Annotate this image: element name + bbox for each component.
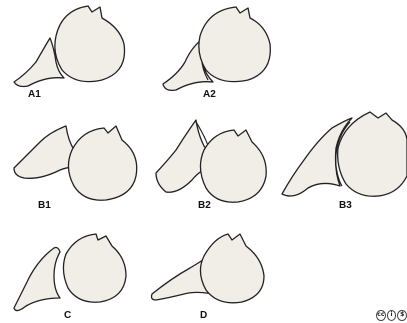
panel-label-b3: B3 bbox=[339, 200, 352, 211]
panel-label-c: C bbox=[64, 310, 71, 321]
femoral-head bbox=[68, 126, 136, 200]
panel-label-b2: B2 bbox=[198, 200, 211, 211]
panel-label-a1: A1 bbox=[28, 89, 41, 100]
femoral-head bbox=[63, 234, 126, 302]
femoral-head bbox=[200, 234, 264, 303]
noncommercial-icon: $ bbox=[397, 310, 407, 321]
panel-a1: A1 bbox=[14, 6, 125, 100]
femoral-head bbox=[200, 130, 266, 202]
panel-b3: B3 bbox=[282, 112, 407, 211]
panel-b1: B1 bbox=[14, 126, 137, 211]
creative-commons-icon: cc bbox=[376, 310, 386, 321]
panel-b2: B2 bbox=[156, 120, 266, 211]
panel-d: D bbox=[152, 234, 265, 321]
panel-c: C bbox=[14, 234, 126, 321]
panel-a2: A2 bbox=[163, 7, 270, 100]
license-badge[interactable]: cc i $ bbox=[376, 309, 407, 321]
femoral-head bbox=[55, 6, 125, 82]
bone-spur bbox=[14, 248, 60, 311]
femoral-head bbox=[199, 7, 270, 82]
attribution-icon: i bbox=[387, 310, 397, 321]
panel-label-a2: A2 bbox=[203, 89, 216, 100]
panel-label-b1: B1 bbox=[38, 200, 51, 211]
panel-label-d: D bbox=[200, 310, 207, 321]
